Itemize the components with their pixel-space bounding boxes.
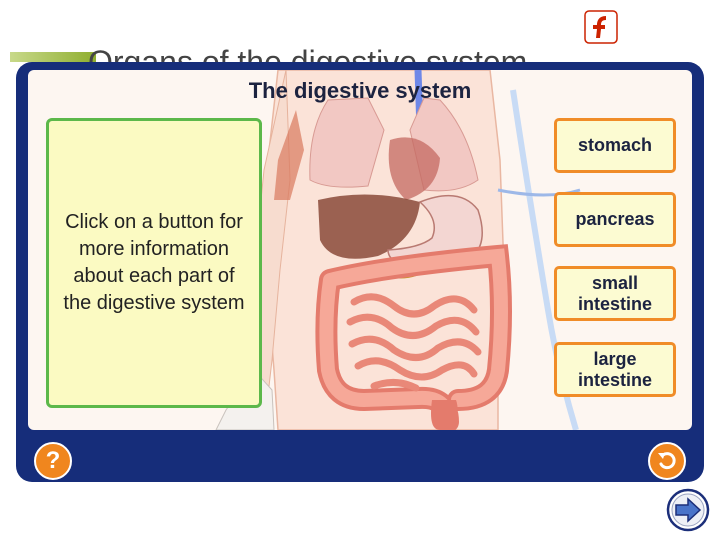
back-button[interactable] (648, 442, 686, 480)
info-text: Click on a button for more information a… (63, 211, 245, 314)
small-intestine-button[interactable]: small intestine (554, 266, 676, 321)
undo-arrow-icon (658, 452, 676, 470)
title-accent-bar (10, 52, 96, 62)
flash-logo-icon (584, 10, 618, 44)
next-arrow-icon[interactable] (666, 488, 710, 532)
large-intestine-button[interactable]: large intestine (554, 342, 676, 397)
stomach-button[interactable]: stomach (554, 118, 676, 173)
digestive-anatomy-illustration (215, 70, 581, 430)
panel-content-area: The digestive system Click on a button f… (28, 70, 692, 430)
pancreas-button[interactable]: pancreas (554, 192, 676, 247)
panel-heading: The digestive system (248, 78, 472, 103)
digestive-system-panel: The digestive system Click on a button f… (16, 62, 704, 482)
help-button[interactable]: ? (34, 442, 72, 480)
info-box: Click on a button for more information a… (46, 118, 262, 408)
question-icon: ? (45, 447, 61, 474)
